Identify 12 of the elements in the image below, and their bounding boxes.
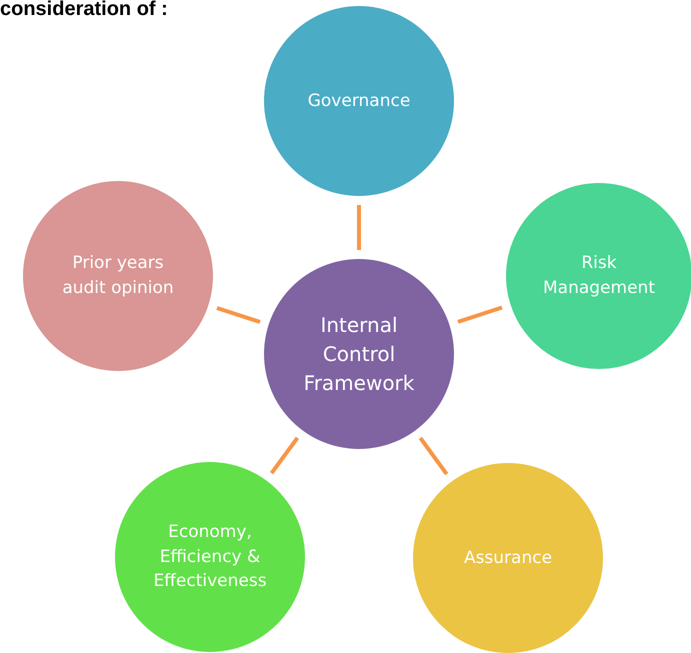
circle-label: Risk Management [542, 252, 656, 300]
circle-label: Governance [308, 90, 410, 113]
circle-label: Prior years audit opinion [61, 252, 175, 300]
connector-line [357, 205, 361, 250]
circle-label: Internal Control Framework [302, 312, 416, 396]
connector-line [418, 436, 448, 476]
connector-line [457, 306, 503, 324]
title: consideration of : [0, 0, 168, 21]
connector-line [216, 306, 261, 324]
connector-line [270, 436, 300, 474]
circle-label: Economy, Efficiency & Effectiveness [152, 521, 268, 594]
circle-label: Assurance [464, 546, 552, 570]
